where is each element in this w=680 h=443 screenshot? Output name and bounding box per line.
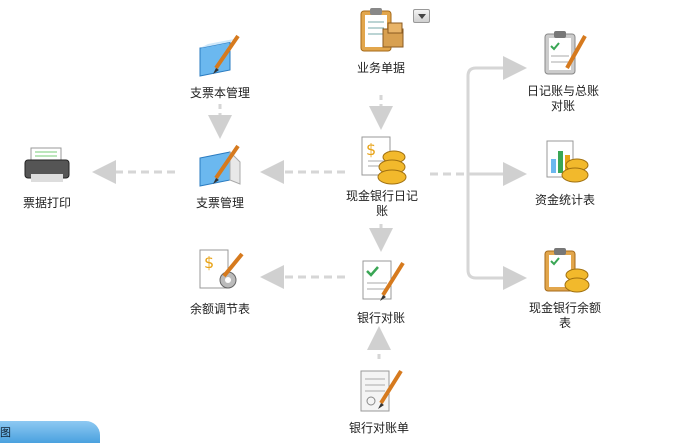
document-coins-icon: $: [356, 133, 408, 185]
node-bank-reconcile[interactable]: 银行对账: [341, 255, 421, 326]
chequebook-pen-icon: [194, 30, 246, 82]
document-check-pen-icon: [355, 255, 407, 307]
node-label: 银行对账: [356, 311, 405, 325]
node-journal-ledger-reconcile[interactable]: 日记账与总账对账: [525, 28, 601, 114]
node-cash-bank-journal[interactable]: $ 现金银行日记账: [342, 133, 422, 219]
cheque-pen-icon: [194, 140, 246, 192]
node-chequebook-mgmt[interactable]: 支票本管理: [180, 30, 260, 101]
dropdown-toggle[interactable]: [413, 9, 430, 23]
node-bank-statement[interactable]: 银行对账单: [339, 365, 419, 436]
chart-coins-icon: [539, 137, 591, 189]
statement-pen-icon: [353, 365, 405, 417]
node-label: 票据打印: [22, 196, 71, 210]
node-balance-adjustment[interactable]: $ 余额调节表: [180, 246, 260, 317]
node-label: 支票管理: [195, 196, 244, 210]
node-fund-statistics[interactable]: 资金统计表: [525, 137, 605, 208]
printer-icon: [21, 140, 73, 192]
node-cheque-mgmt[interactable]: 支票管理: [180, 140, 260, 211]
node-label: 现金银行日记账: [345, 189, 418, 218]
node-label: 资金统计表: [534, 193, 595, 207]
clipboard-check-pen-icon: [537, 28, 589, 80]
node-label: 余额调节表: [189, 302, 250, 316]
node-cash-bank-balance[interactable]: 现金银行余额表: [525, 245, 605, 331]
node-voucher-print[interactable]: 票据打印: [7, 140, 87, 211]
node-label: 业务单据: [356, 61, 405, 75]
document-gear-icon: $: [194, 246, 246, 298]
clipboard-coins-icon: [539, 245, 591, 297]
bottom-left-tab[interactable]: 图: [0, 421, 100, 443]
node-label: 现金银行余额表: [528, 301, 601, 330]
svg-text:$: $: [204, 253, 214, 272]
svg-text:$: $: [366, 140, 376, 159]
clipboard-boxes-icon: [355, 5, 407, 57]
tab-label: 图: [0, 426, 11, 439]
node-label: 支票本管理: [189, 86, 250, 100]
node-label: 银行对账单: [348, 421, 409, 435]
node-business-docs[interactable]: 业务单据: [341, 5, 421, 76]
node-label: 日记账与总账对账: [526, 84, 599, 113]
